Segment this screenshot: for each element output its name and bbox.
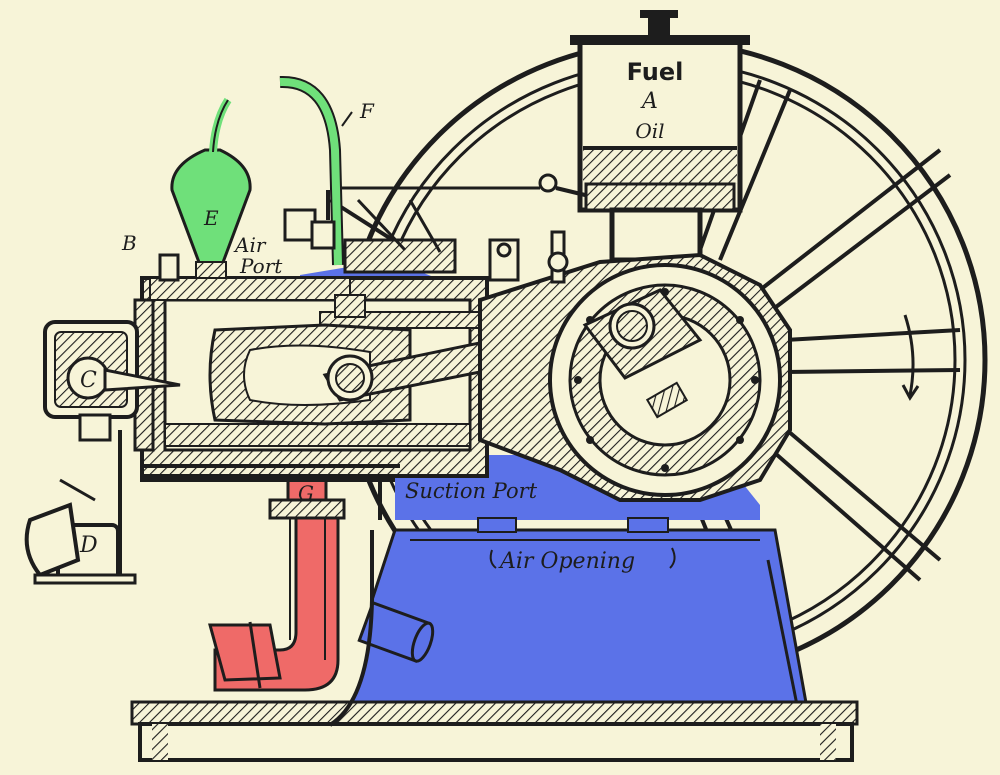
vaporizer-d: [24, 413, 137, 585]
labels: Fuel A Oil F E B Air Port C D G Suction …: [79, 58, 683, 574]
starter-c: [43, 320, 181, 419]
label-b: B: [121, 231, 137, 255]
label-d: D: [79, 533, 98, 558]
valve-gear: [158, 190, 366, 318]
label-g: G: [298, 481, 314, 505]
label-c: C: [80, 368, 97, 393]
label-air-opening: Air Opening: [498, 549, 635, 574]
label-e: E: [203, 206, 219, 230]
label-a: A: [640, 89, 658, 114]
air-opening-slots: [477, 517, 669, 533]
label-oil: Oil: [635, 119, 664, 143]
label-air-port-2: Port: [239, 254, 283, 278]
label-fuel: Fuel: [627, 58, 684, 86]
bedplate: [130, 470, 859, 762]
ignition-bulb: [170, 97, 252, 279]
label-air-port-1: Air: [233, 233, 267, 257]
label-f: F: [359, 99, 375, 123]
fuel-tank: [330, 10, 750, 263]
top-fittings: [343, 198, 569, 284]
label-suction-port: Suction Port: [405, 479, 538, 503]
crankcase: [478, 252, 792, 502]
fuel-line-f: [279, 75, 353, 266]
